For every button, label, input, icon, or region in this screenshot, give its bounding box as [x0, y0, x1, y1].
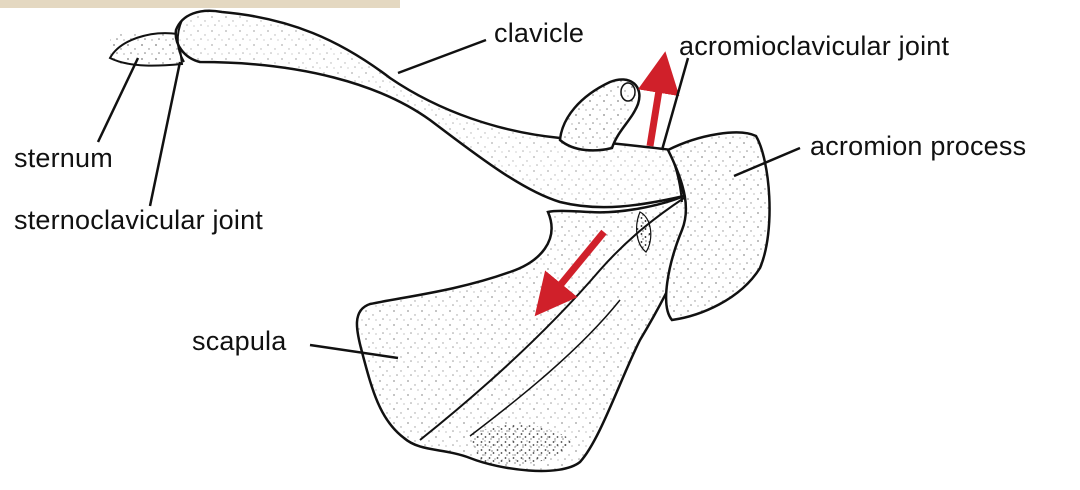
- label-clavicle: clavicle: [494, 20, 584, 47]
- sternum-bone: [110, 33, 182, 66]
- coracoid-bone: [560, 79, 639, 150]
- paper-tint: [0, 0, 400, 8]
- label-acromioclavicular-joint: acromioclavicular joint: [679, 33, 949, 60]
- label-acromion-process: acromion process: [810, 133, 1026, 160]
- leader-ac-joint: [662, 58, 688, 150]
- arrow-up: [650, 72, 662, 146]
- leader-sternum: [98, 58, 138, 142]
- leader-clavicle: [398, 40, 486, 73]
- label-scapula: scapula: [192, 328, 286, 355]
- label-sternum: sternum: [14, 145, 113, 172]
- label-sternoclavicular-joint: sternoclavicular joint: [14, 207, 263, 234]
- leader-sc-joint: [150, 62, 180, 206]
